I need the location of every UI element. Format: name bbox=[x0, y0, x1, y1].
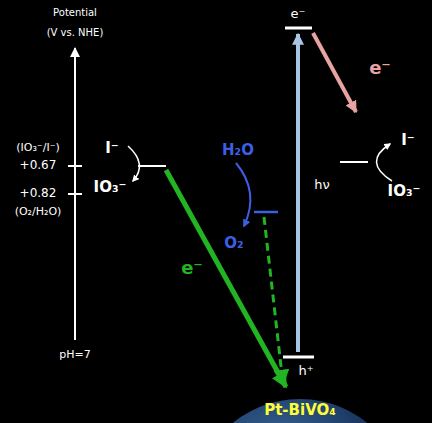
axis-tick bbox=[68, 165, 82, 167]
species-label: H₂O bbox=[222, 142, 254, 159]
species-label: O₂ bbox=[224, 235, 243, 252]
potential-value: +0.67 bbox=[20, 159, 57, 172]
potential-value: +0.82 bbox=[20, 187, 57, 200]
couple-name: (IO₃⁻/I⁻) bbox=[16, 142, 59, 154]
axis-title: Potential bbox=[53, 7, 97, 18]
excitation-arrow bbox=[296, 34, 300, 352]
hole-label: h⁺ bbox=[298, 364, 313, 378]
electron-transfer-arrow bbox=[264, 217, 283, 384]
redox-level bbox=[340, 161, 368, 163]
ph-note: pH=7 bbox=[59, 349, 90, 361]
electron-transfer-arrow bbox=[166, 170, 286, 387]
axis-tick bbox=[68, 193, 82, 195]
valence-band bbox=[283, 356, 314, 359]
electron-label: e⁻ bbox=[291, 7, 306, 21]
globe bbox=[194, 399, 406, 423]
species-label: I⁻ bbox=[401, 132, 415, 149]
photocatalyst-label: Pt-BiVO₄ bbox=[264, 402, 336, 419]
redox-level bbox=[254, 211, 278, 214]
photon-label: hν bbox=[314, 178, 330, 192]
reduction-arc bbox=[376, 144, 392, 181]
axis-unit: (V vs. NHE) bbox=[47, 27, 104, 38]
species-label: IO₃⁻ bbox=[388, 183, 421, 200]
electron-label: e⁻ bbox=[369, 58, 391, 78]
species-label: IO₃⁻ bbox=[94, 179, 127, 196]
oxidation-arc bbox=[128, 146, 139, 181]
conduction-band bbox=[285, 27, 312, 30]
couple-name: (O₂/H₂O) bbox=[15, 206, 62, 218]
electron-label: e⁻ bbox=[181, 258, 203, 278]
redox-level bbox=[138, 165, 166, 167]
species-label: I⁻ bbox=[105, 140, 119, 157]
electron-transfer-arrow bbox=[313, 33, 356, 112]
oxidation-arc bbox=[236, 163, 250, 226]
